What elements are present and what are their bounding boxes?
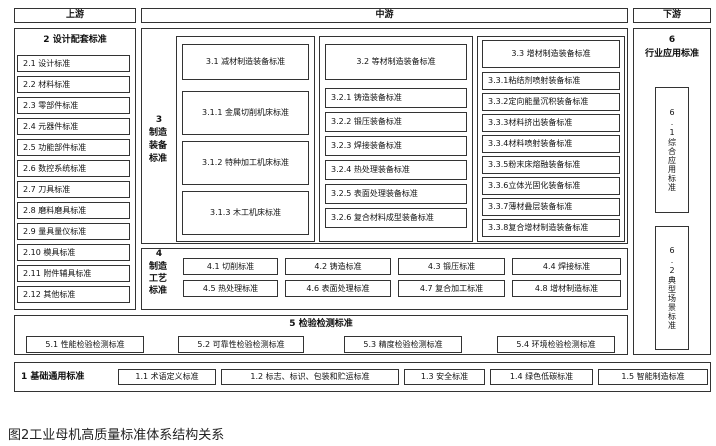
process-standard-item: 4.5 热处理标准 [183, 280, 278, 297]
design-standard-item: 2.9 量具量仪标准 [17, 223, 130, 240]
additive-item: 3.3.4材料喷射装备标准 [482, 135, 620, 153]
basic-standards-title: 1 基础通用标准 [21, 371, 85, 382]
additive-item: 3.3.6立体光固化装备标准 [482, 177, 620, 195]
additive-item: 3.3.5粉末床熔融装备标准 [482, 156, 620, 174]
design-standard-item: 2.6 数控系统标准 [17, 160, 130, 177]
process-standard-item: 4.2 铸造标准 [285, 258, 391, 275]
design-standard-item: 2.8 磨料磨具标准 [17, 202, 130, 219]
upstream-header: 上游 [14, 8, 136, 23]
basic-standard-item: 1.3 安全标准 [404, 369, 485, 385]
equipment-standards-number: 3 [155, 115, 163, 126]
equivalent-item: 3.2.3 焊接装备标准 [325, 136, 467, 156]
additive-title: 3.3 增材制造装备标准 [482, 40, 620, 68]
subtractive-item: 3.1.3 木工机床标准 [182, 191, 309, 235]
process-standard-item: 4.6 表面处理标准 [285, 280, 391, 297]
equivalent-item: 3.2.1 铸造装备标准 [325, 88, 467, 108]
design-standard-item: 2.2 材料标准 [17, 76, 130, 93]
downstream-header: 下游 [633, 8, 711, 23]
design-standard-item: 2.1 设计标准 [17, 55, 130, 72]
additive-item: 3.3.8复合增材制造装备标准 [482, 219, 620, 237]
additive-item: 3.3.1粘结剂喷射装备标准 [482, 72, 620, 90]
inspection-standard-item: 5.4 环境检验检测标准 [497, 336, 615, 353]
subtractive-item: 3.1.2 特种加工机床标准 [182, 141, 309, 185]
equivalent-item: 3.2.5 表面处理装备标准 [325, 184, 467, 204]
design-standard-item: 2.7 刀具标准 [17, 181, 130, 198]
equivalent-item: 3.2.6 复合材料成型装备标准 [325, 208, 467, 228]
comprehensive-application-label: 6.1综合应用标准 [667, 108, 677, 192]
basic-standard-item: 1.5 智能制造标准 [598, 369, 708, 385]
figure-caption: 图2工业母机高质量标准体系结构关系 [8, 428, 225, 443]
midstream-header: 中游 [141, 8, 628, 23]
design-standard-item: 2.3 零部件标准 [17, 97, 130, 114]
process-standards-number: 4 [155, 249, 163, 260]
process-standard-item: 4.4 焊接标准 [512, 258, 621, 275]
equipment-standards-label: 制造装备标准 [148, 128, 167, 164]
design-standard-item: 2.5 功能部件标准 [17, 139, 130, 156]
additive-item: 3.3.7薄材叠层装备标准 [482, 198, 620, 216]
application-standards-number: 6 [668, 35, 676, 46]
additive-item: 3.3.3材料挤出装备标准 [482, 114, 620, 132]
process-standards-label: 制造工艺标准 [148, 262, 167, 296]
inspection-standard-item: 5.1 性能检验检测标准 [26, 336, 144, 353]
design-standard-item: 2.11 附件辅具标准 [17, 265, 130, 282]
process-standard-item: 4.7 复合加工标准 [398, 280, 505, 297]
subtractive-item: 3.1.1 金属切削机床标准 [182, 91, 309, 135]
design-standard-item: 2.12 其他标准 [17, 286, 130, 303]
equivalent-title: 3.2 等材制造装备标准 [325, 44, 467, 80]
inspection-standards-title: 5 检验检测标准 [289, 319, 353, 330]
subtractive-title: 3.1 减材制造装备标准 [182, 44, 309, 80]
basic-standard-item: 1.1 术语定义标准 [118, 369, 216, 385]
basic-standard-item: 1.4 绿色低碳标准 [490, 369, 593, 385]
equivalent-item: 3.2.4 热处理装备标准 [325, 160, 467, 180]
inspection-standard-item: 5.3 精度检验检测标准 [344, 336, 462, 353]
process-standard-item: 4.1 切削标准 [183, 258, 278, 275]
comprehensive-application-box: 6.1综合应用标准 [655, 87, 689, 213]
basic-standard-item: 1.2 标志、标识、包装和贮运标准 [221, 369, 399, 385]
application-standards-label: 行业应用标准 [644, 49, 699, 59]
process-standard-item: 4.3 锻压标准 [398, 258, 505, 275]
additive-item: 3.3.2定向能量沉积装备标准 [482, 93, 620, 111]
equivalent-item: 3.2.2 锻压装备标准 [325, 112, 467, 132]
design-standards-title: 2 设计配套标准 [43, 35, 107, 46]
typical-scenario-label: 6.2典型场景标准 [667, 246, 677, 330]
design-standard-item: 2.4 元器件标准 [17, 118, 130, 135]
typical-scenario-box: 6.2典型场景标准 [655, 226, 689, 350]
inspection-standard-item: 5.2 可靠性检验检测标准 [178, 336, 304, 353]
design-standard-item: 2.10 模具标准 [17, 244, 130, 261]
process-standard-item: 4.8 增材制造标准 [512, 280, 621, 297]
